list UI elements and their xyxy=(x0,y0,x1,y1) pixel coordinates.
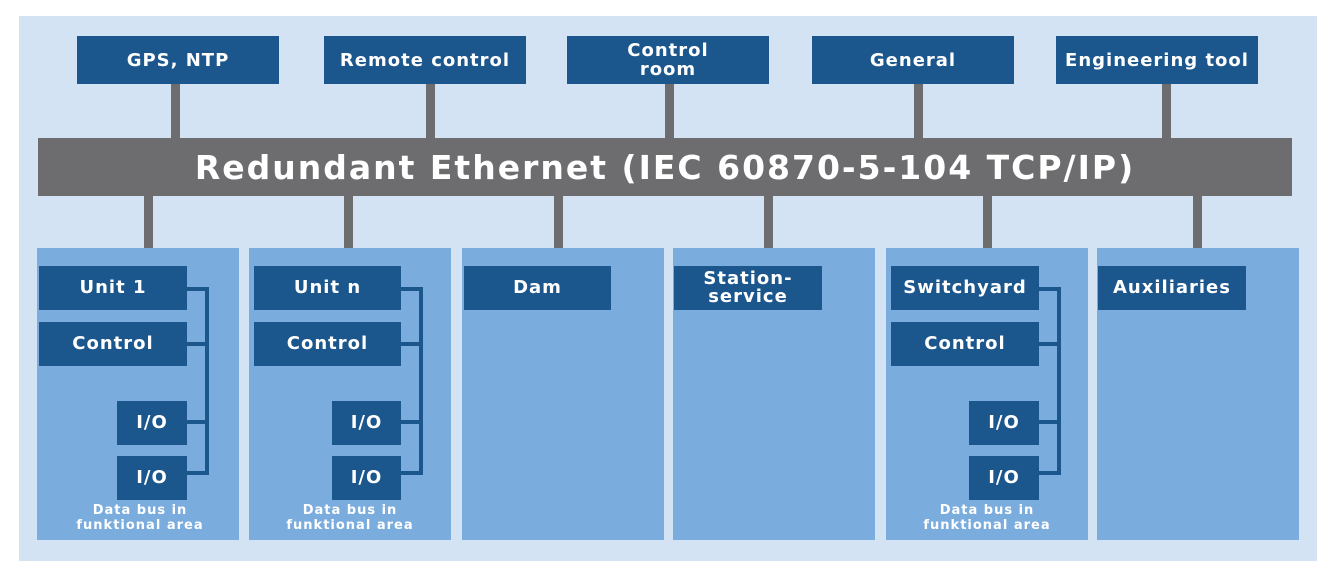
data-bus-note: Data bus in funktional area xyxy=(286,503,414,533)
data-bus-tap xyxy=(401,471,421,475)
connector-area-5 xyxy=(983,196,992,248)
ethernet-bus: Redundant Ethernet (IEC 60870-5-104 TCP/… xyxy=(38,138,1292,196)
connector-control-room xyxy=(665,84,674,138)
connector-remote-control xyxy=(426,84,435,138)
dam-box: Dam xyxy=(464,266,611,310)
connector-area-1 xyxy=(144,196,153,248)
connector-general xyxy=(914,84,923,138)
connector-area-2 xyxy=(344,196,353,248)
connector-engineering-tool xyxy=(1162,84,1171,138)
connector-area-4 xyxy=(764,196,773,248)
node-control-room: Control room xyxy=(567,36,769,84)
data-bus-line xyxy=(205,287,209,475)
unit-1-box: Unit 1 xyxy=(39,266,187,310)
node-remote-control: Remote control xyxy=(324,36,526,84)
data-bus-tap xyxy=(1039,342,1059,346)
data-bus-tap xyxy=(187,342,207,346)
switchyard-box: Switchyard xyxy=(891,266,1039,310)
data-bus-tap xyxy=(401,420,421,424)
control-box: Control xyxy=(39,322,187,366)
data-bus-tap xyxy=(187,287,207,291)
station-service-box: Station-service xyxy=(674,266,822,310)
control-box: Control xyxy=(254,322,401,366)
node-general: General xyxy=(812,36,1014,84)
data-bus-tap xyxy=(187,420,207,424)
io-box: I/O xyxy=(332,456,401,500)
io-box: I/O xyxy=(117,456,187,500)
data-bus-tap xyxy=(1039,471,1059,475)
io-box: I/O xyxy=(117,401,187,445)
data-bus-tap xyxy=(187,471,207,475)
io-box: I/O xyxy=(332,401,401,445)
data-bus-note: Data bus in funktional area xyxy=(923,503,1051,533)
auxiliaries-box: Auxiliaries xyxy=(1098,266,1246,310)
connector-gps xyxy=(171,84,180,138)
data-bus-tap xyxy=(401,342,421,346)
data-bus-line xyxy=(1057,287,1061,475)
data-bus-tap xyxy=(1039,420,1059,424)
data-bus-tap xyxy=(401,287,421,291)
node-engineering-tool: Engineering tool xyxy=(1056,36,1258,84)
io-box: I/O xyxy=(969,401,1039,445)
connector-area-6 xyxy=(1193,196,1202,248)
node-gps-ntp: GPS, NTP xyxy=(77,36,279,84)
data-bus-note: Data bus in funktional area xyxy=(76,503,204,533)
io-box: I/O xyxy=(969,456,1039,500)
data-bus-line xyxy=(419,287,423,475)
control-box: Control xyxy=(891,322,1039,366)
connector-area-3 xyxy=(554,196,563,248)
unit-n-box: Unit n xyxy=(254,266,401,310)
data-bus-tap xyxy=(1039,287,1059,291)
